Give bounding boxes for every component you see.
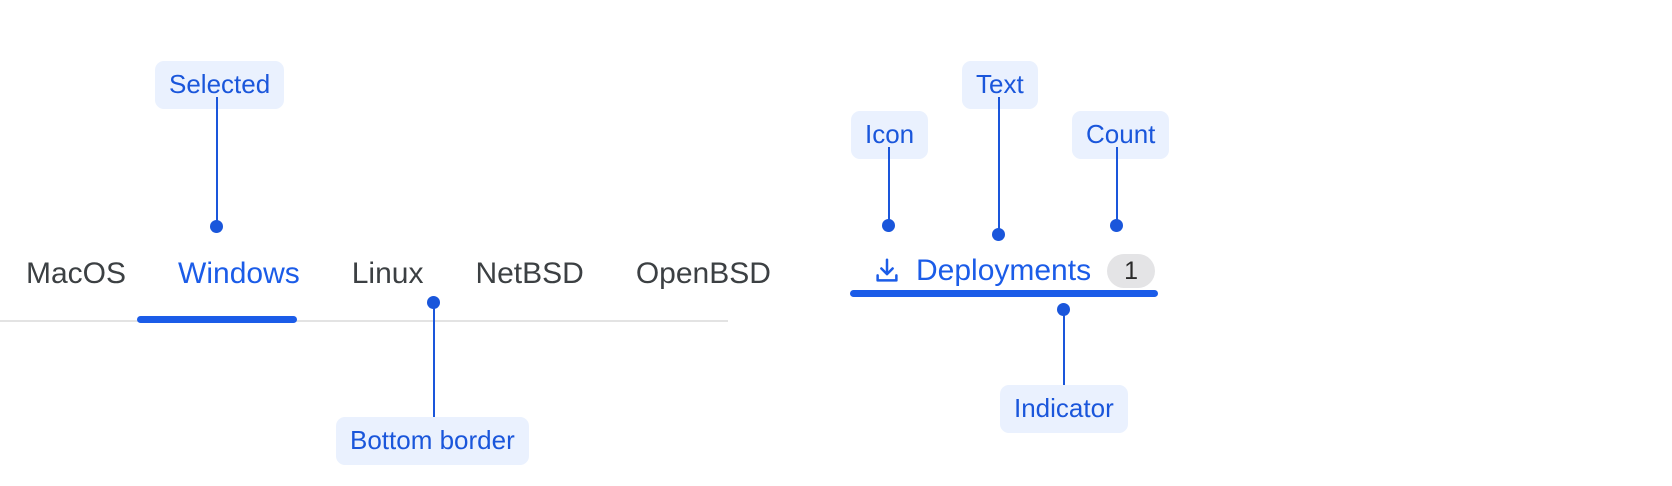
annotation-bottom-border: Bottom border <box>336 417 529 465</box>
tab-linux[interactable]: Linux <box>351 257 424 290</box>
tab-openbsd[interactable]: OpenBSD <box>635 257 771 290</box>
annotation-icon-leader-dot <box>882 219 895 232</box>
deployments-tab-content: Deployments 1 <box>872 245 1156 297</box>
os-tab-list: MacOS Windows Linux NetBSD OpenBSD <box>0 248 797 300</box>
tab-netbsd[interactable]: NetBSD <box>475 257 584 290</box>
annotation-text: Text <box>962 61 1038 109</box>
annotation-bottom-border-leader-line <box>433 302 435 418</box>
annotation-text-leader-line <box>998 97 1000 234</box>
annotation-icon: Icon <box>851 111 929 159</box>
annotation-indicator: Indicator <box>1000 385 1128 433</box>
tab-strip-bottom-border <box>0 320 728 322</box>
annotation-count-leader-line <box>1116 147 1118 225</box>
tab-windows[interactable]: Windows <box>178 257 300 290</box>
annotation-indicator-leader-line <box>1063 309 1065 385</box>
annotation-icon-leader-line <box>888 147 890 225</box>
download-icon <box>876 258 898 282</box>
tab-selected-indicator <box>137 316 297 323</box>
annotation-selected-leader-line <box>216 97 218 226</box>
deployments-tab[interactable]: Deployments 1 <box>850 245 1160 325</box>
annotation-count: Count <box>1072 111 1170 159</box>
annotation-count-leader-dot <box>1110 219 1123 232</box>
tab-macos[interactable]: MacOS <box>26 257 127 290</box>
deployments-tab-indicator <box>850 290 1158 297</box>
annotation-selected: Selected <box>155 61 285 109</box>
os-tab-strip: MacOS Windows Linux NetBSD OpenBSD <box>0 248 771 323</box>
deployments-tab-label: Deployments <box>916 254 1092 287</box>
annotation-text-leader-dot <box>992 228 1005 241</box>
deployments-count-badge: 1 <box>1107 254 1156 288</box>
annotation-selected-leader-dot <box>210 220 223 233</box>
